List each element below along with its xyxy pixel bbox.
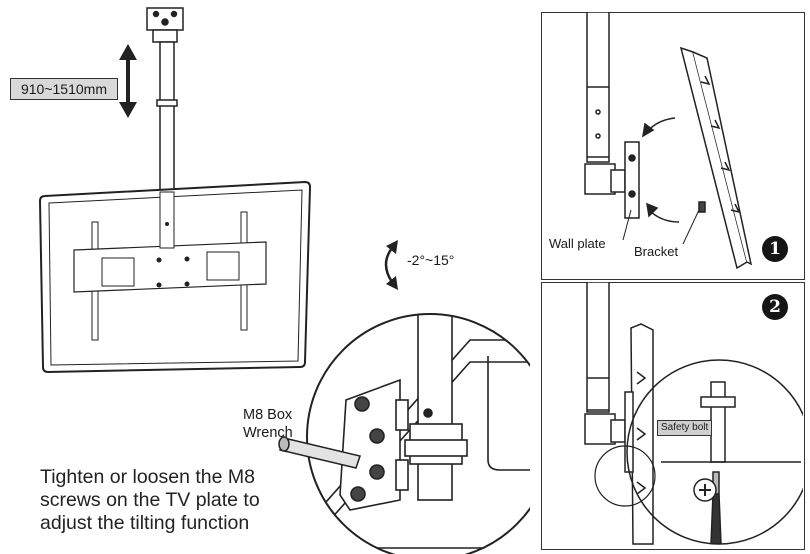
ceiling-plate [146,7,184,43]
instruction-text: Tighten or loosen the M8 screws on the T… [40,466,260,535]
safety-bolt-label: Safety bolt [657,420,713,436]
wrench-label: M8 Box Wrench [243,406,293,442]
step1-drawing [584,12,753,270]
wrench-label-line1: M8 Box [243,407,293,423]
wall-plate-label: Wall plate [549,236,606,251]
curved-double-arrow-icon [384,240,398,290]
step2-badge: 2 [762,294,788,320]
mount-overview-drawing [38,7,530,554]
double-arrow-vertical-icon [119,44,137,118]
bracket-label: Bracket [634,244,679,259]
step2-panel [541,282,805,550]
height-range-label: 910~1510mm [10,78,118,100]
tilt-range-label: -2°~15° [407,252,455,268]
step1-panel [541,12,805,280]
screw-head-icon [693,478,717,502]
step2-drawing [584,282,803,545]
ceiling-pole [156,41,178,193]
tilt-detail-zoom [278,313,530,554]
tv-panel [38,180,312,374]
instruction-line-3: adjust the tilting function [40,512,250,534]
wrench-label-line2: Wrench [243,425,293,441]
wrench-icon [278,436,361,469]
step1-badge: 1 [762,236,788,262]
rotate-arrow-icon [641,117,680,223]
instruction-line-2: screws on the TV plate to [40,489,260,511]
instruction-line-1: Tighten or loosen the M8 [40,466,255,488]
